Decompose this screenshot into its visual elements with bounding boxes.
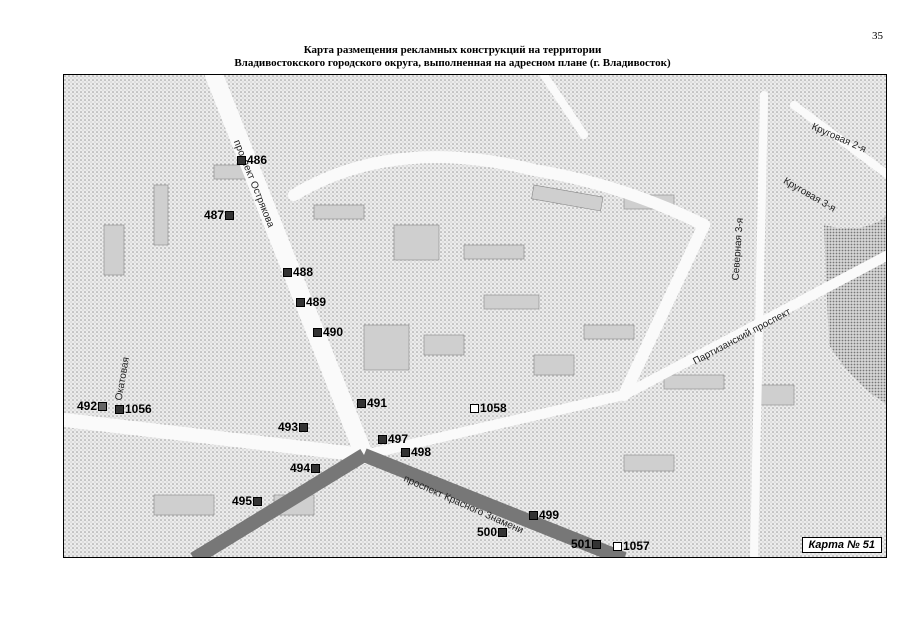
billboard-icon <box>115 405 124 415</box>
marker-498[interactable]: 498 <box>400 446 431 458</box>
billboard-icon <box>529 511 538 521</box>
billboard-icon <box>357 399 366 409</box>
billboard-icon <box>313 328 322 338</box>
marker-500[interactable]: 500 <box>477 526 508 538</box>
billboard-icon <box>592 540 602 550</box>
krasnogo-znameni-avenue <box>361 448 627 557</box>
billboard-icon <box>470 404 479 414</box>
marker-1056[interactable]: 1056 <box>114 403 152 415</box>
billboard-icon <box>498 528 508 538</box>
map-canvas <box>64 75 886 557</box>
billboard-icon <box>283 268 292 278</box>
southwest-avenue <box>190 449 368 557</box>
billboard-icon <box>299 423 309 433</box>
marker-494[interactable]: 494 <box>290 462 321 474</box>
marker-491[interactable]: 491 <box>356 397 387 409</box>
billboard-icon <box>378 435 387 445</box>
marker-501[interactable]: 501 <box>571 538 602 550</box>
map-title: Карта размещения рекламных конструкций н… <box>0 44 905 70</box>
marker-1057[interactable]: 1057 <box>612 540 650 552</box>
map-area[interactable]: проспект Острякова проспект Красного Зна… <box>63 74 887 558</box>
map-title-line2: Владивостокского городского округа, выпо… <box>234 57 671 69</box>
billboard-icon <box>296 298 305 308</box>
marker-495[interactable]: 495 <box>232 495 263 507</box>
marker-489[interactable]: 489 <box>295 296 326 308</box>
roads <box>64 75 886 557</box>
map-title-line1: Карта размещения рекламных конструкций н… <box>303 44 602 56</box>
marker-497[interactable]: 497 <box>377 433 408 445</box>
map-number-badge: Карта № 51 <box>801 537 882 553</box>
billboard-icon <box>311 464 321 474</box>
billboard-icon <box>98 402 108 412</box>
billboard-icon <box>253 497 263 507</box>
marker-493[interactable]: 493 <box>278 421 309 433</box>
marker-486[interactable]: 486 <box>236 154 267 166</box>
billboard-icon <box>613 542 622 552</box>
marker-492[interactable]: 492 <box>77 400 108 412</box>
marker-499[interactable]: 499 <box>528 509 559 521</box>
marker-488[interactable]: 488 <box>282 266 313 278</box>
marker-490[interactable]: 490 <box>312 326 343 338</box>
billboard-icon <box>401 448 410 458</box>
page-number: 35 <box>872 30 883 42</box>
billboard-icon <box>225 211 235 221</box>
marker-487[interactable]: 487 <box>204 209 235 221</box>
marker-1058[interactable]: 1058 <box>469 402 507 414</box>
billboard-icon <box>237 156 246 166</box>
